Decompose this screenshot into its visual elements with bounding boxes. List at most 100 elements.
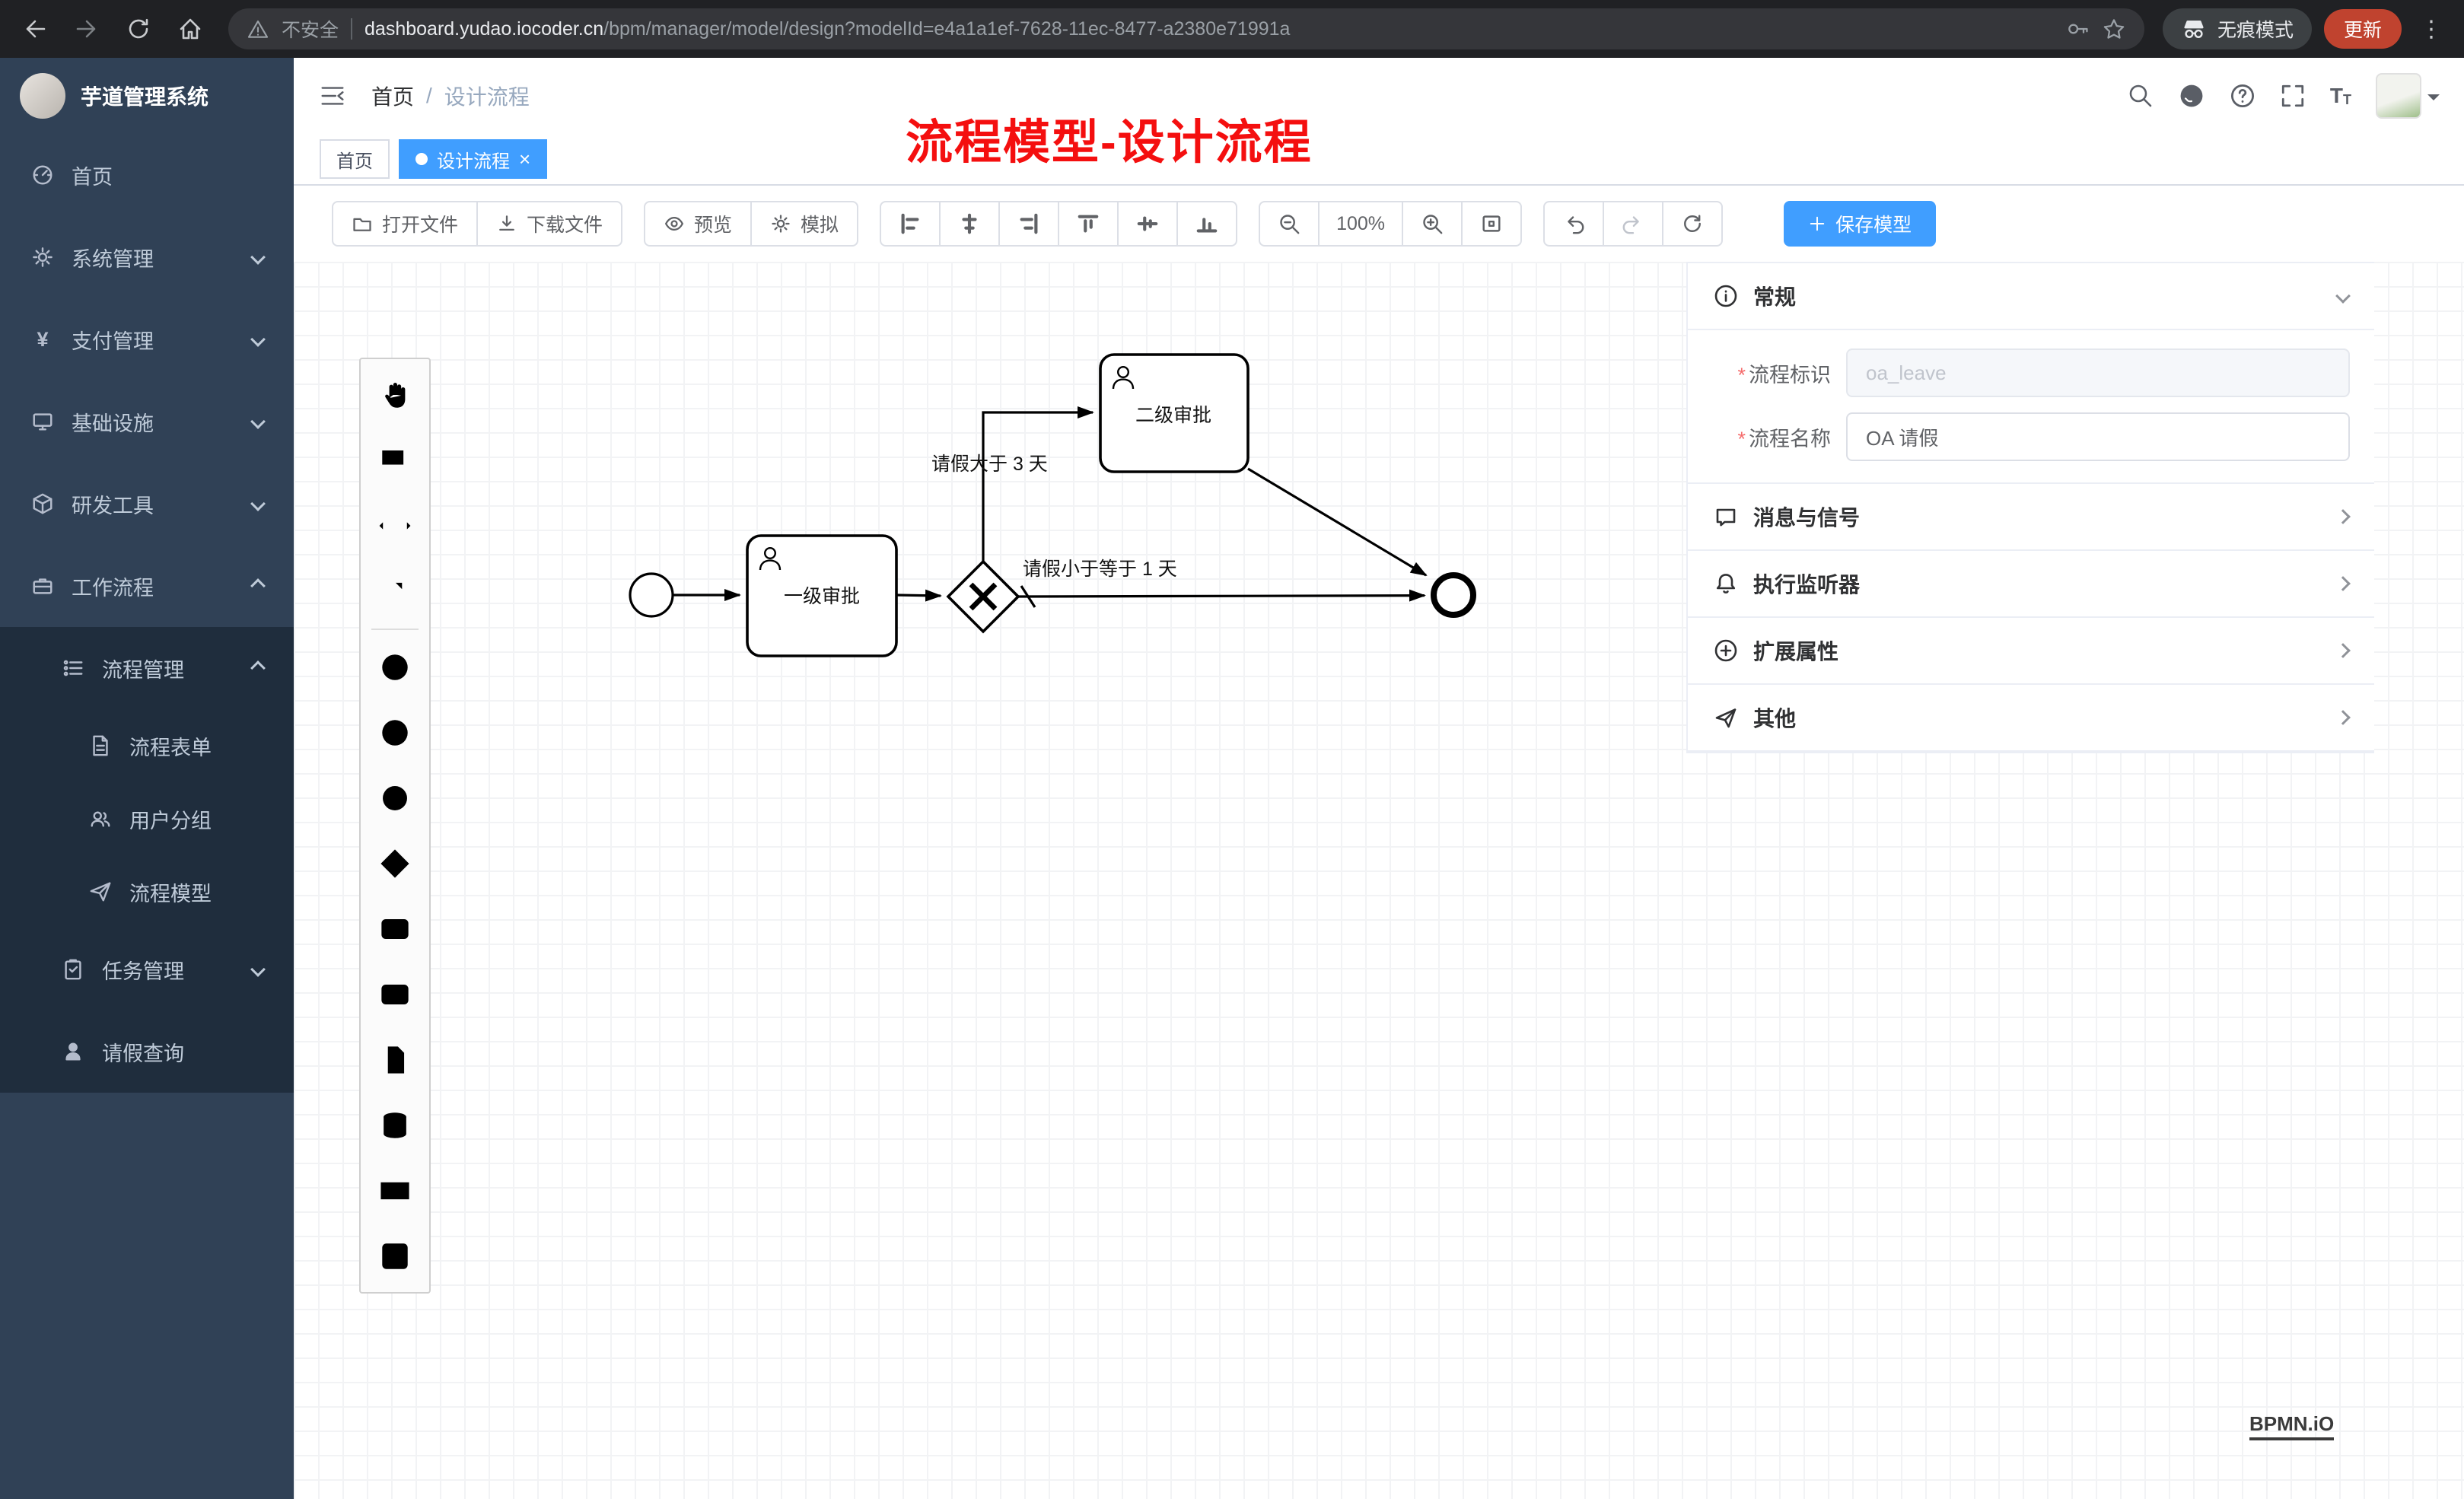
align-left-icon [899,212,922,235]
bpmn-diagram[interactable]: 一级审批 二级审批 请假大于 3 天 请假小于等于 1 天 [294,262,2464,1499]
undo-button[interactable] [1543,201,1605,247]
download-file-button[interactable]: 下载文件 [476,201,623,247]
list-icon [61,657,85,679]
align-left-button[interactable] [880,201,941,247]
section-listeners[interactable]: 执行监听器 [1688,551,2374,618]
align-middle-button[interactable] [1117,201,1179,247]
file-button-group: 打开文件 下载文件 [332,201,623,247]
redo-button[interactable] [1603,201,1664,247]
lasso-tool-icon[interactable] [361,428,429,493]
tab-home[interactable]: 首页 [320,139,390,179]
section-messages[interactable]: 消息与信号 [1688,484,2374,551]
create-user-task-icon[interactable] [361,896,429,962]
back-button[interactable] [15,9,55,49]
security-label: 不安全 [282,20,339,41]
align-center-button[interactable] [939,201,1001,247]
flow-gateway-to-end[interactable] [1017,589,1426,602]
space-tool-icon[interactable] [361,493,429,559]
chevron-right-icon [2335,576,2351,591]
sidebar-item-infrastructure[interactable]: 基础设施 [0,380,294,463]
breadcrumb-home[interactable]: 首页 [371,85,415,109]
align-top-button[interactable] [1058,201,1119,247]
sidebar-item-task-management[interactable]: 任务管理 [0,928,294,1010]
task-first-approval[interactable] [746,534,898,657]
create-gateway-icon[interactable] [361,831,429,896]
page-overlay-title: 流程模型-设计流程 [906,116,1313,169]
save-model-button[interactable]: 保存模型 [1784,201,1937,247]
sidebar-item-leave-query[interactable]: 请假查询 [0,1010,294,1093]
tab-close-icon[interactable]: × [519,148,531,170]
restart-button[interactable] [1662,201,1724,247]
global-connect-tool-icon[interactable] [361,559,429,624]
bookmark-star-icon[interactable] [2102,17,2126,41]
fullscreen-icon[interactable] [2280,83,2306,109]
fit-viewport-button[interactable] [1461,201,1523,247]
start-event[interactable] [629,572,674,618]
preview-button[interactable]: 预览 [644,201,753,247]
flow-task1-to-gateway[interactable] [896,589,942,602]
gear-icon [770,213,791,234]
sidebar-item-devtools[interactable]: 研发工具 [0,463,294,545]
align-bottom-button[interactable] [1176,201,1238,247]
section-other[interactable]: 其他 [1688,685,2374,752]
create-participant-icon[interactable] [361,1158,429,1224]
avatar [2376,73,2421,119]
button-label: 打开文件 [382,215,459,236]
create-intermediate-event-icon[interactable] [361,700,429,765]
align-right-button[interactable] [998,201,1060,247]
zoom-out-button[interactable] [1259,201,1320,247]
bpmn-io-watermark[interactable]: BPMN.iO [2249,1412,2335,1440]
create-end-event-icon[interactable] [361,765,429,831]
forward-button[interactable] [67,9,107,49]
sidebar-item-process-form[interactable]: 流程表单 [0,709,294,782]
end-event[interactable] [1431,572,1476,618]
dashboard-icon [30,164,55,186]
button-label: 预览 [694,215,733,236]
gear-icon [30,246,55,269]
flow-task2-to-end[interactable] [1247,467,1428,577]
password-key-icon[interactable] [2065,17,2090,41]
eye-icon [664,213,685,234]
section-general[interactable]: 常规 [1688,263,2374,330]
process-key-input[interactable] [1846,348,2350,397]
help-icon[interactable] [2230,83,2255,109]
home-button[interactable] [170,9,210,49]
flow-gateway-to-task2[interactable] [982,406,1094,562]
process-name-input[interactable] [1846,412,2350,461]
simulate-button[interactable]: 模拟 [750,201,859,247]
exclusive-gateway[interactable] [946,559,1020,634]
reload-button[interactable] [119,9,158,49]
sidebar-item-workflow[interactable]: 工作流程 [0,545,294,627]
browser-menu-button[interactable]: ⋮ [2420,16,2443,42]
bpmn-canvas[interactable]: 一级审批 二级审批 请假大于 3 天 请假小于等于 1 天 常规 [294,262,2464,1499]
app-logo-row[interactable]: 芋道管理系统 [0,58,294,134]
create-data-store-icon[interactable] [361,1093,429,1158]
create-subprocess-icon[interactable] [361,962,429,1027]
sidebar-item-process-management[interactable]: 流程管理 [0,627,294,709]
create-start-event-icon[interactable] [361,635,429,700]
hand-tool-icon[interactable] [361,362,429,428]
sidebar-collapse-icon[interactable] [318,81,347,110]
sidebar-item-label: 流程管理 [102,658,184,682]
sidebar-item-payment[interactable]: ¥ 支付管理 [0,298,294,380]
history-button-group [1543,201,1724,247]
zoom-level[interactable]: 100% [1318,201,1404,247]
sidebar-item-home[interactable]: 首页 [0,134,294,216]
task-second-approval[interactable] [1099,353,1250,473]
sidebar-item-system[interactable]: 系统管理 [0,216,294,298]
sidebar-item-user-group[interactable]: 用户分组 [0,782,294,855]
github-icon[interactable] [2178,82,2205,110]
section-extended-attributes[interactable]: 扩展属性 [1688,618,2374,685]
create-data-object-icon[interactable] [361,1027,429,1093]
chevron-down-icon [250,250,266,265]
browser-update-button[interactable]: 更新 [2323,9,2402,49]
sidebar-item-process-model[interactable]: 流程模型 [0,855,294,928]
tab-design-process[interactable]: 设计流程 × [399,139,548,179]
user-avatar-menu[interactable] [2376,73,2440,119]
url-bar[interactable]: 不安全 dashboard.yudao.iocoder.cn/bpm/manag… [228,8,2144,49]
search-icon[interactable] [2128,83,2154,109]
open-file-button[interactable]: 打开文件 [332,201,479,247]
create-group-icon[interactable] [361,1224,429,1289]
zoom-in-button[interactable] [1402,201,1463,247]
